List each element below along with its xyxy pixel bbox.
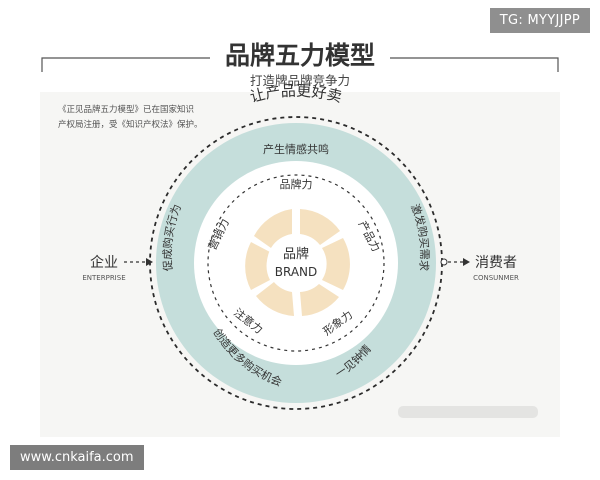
consumer-label-cn: 消费者 <box>475 255 517 271</box>
enterprise-label-cn: 企业 <box>90 254 118 271</box>
diagram-title: 品牌五力模型 <box>225 41 375 70</box>
blurred-signature <box>398 406 538 418</box>
effect-top-label: 产生情感共鸣 <box>263 142 329 156</box>
center-label-cn: 品牌 <box>283 246 309 262</box>
title-bracket-left <box>41 57 210 72</box>
diagram-subtitle: 打造牌品牌竞争力 <box>250 73 350 88</box>
copyright-note-line2: 产权局注册，受《知识产权法》保护。 <box>58 119 203 130</box>
inner-dashed-circle <box>207 174 385 352</box>
consumer-label-en: CONSUNMER <box>473 274 519 282</box>
consumer-arrow-origin <box>440 258 448 266</box>
enterprise-arrow-head <box>146 258 153 266</box>
url-watermark: www.cnkaifa.com <box>10 445 144 470</box>
tg-watermark: TG: MYYJJPP <box>489 8 590 33</box>
consumer-arrow-head <box>463 258 470 266</box>
enterprise-label-en: ENTERPRISE <box>82 274 125 282</box>
brand-petals <box>245 209 350 316</box>
copyright-note-line1: 《正见品牌五力模型》已在国家知识 <box>58 104 194 115</box>
title-bracket-right <box>390 57 559 72</box>
force-brand-label: 品牌力 <box>280 177 313 191</box>
center-label-en: BRAND <box>275 265 318 279</box>
